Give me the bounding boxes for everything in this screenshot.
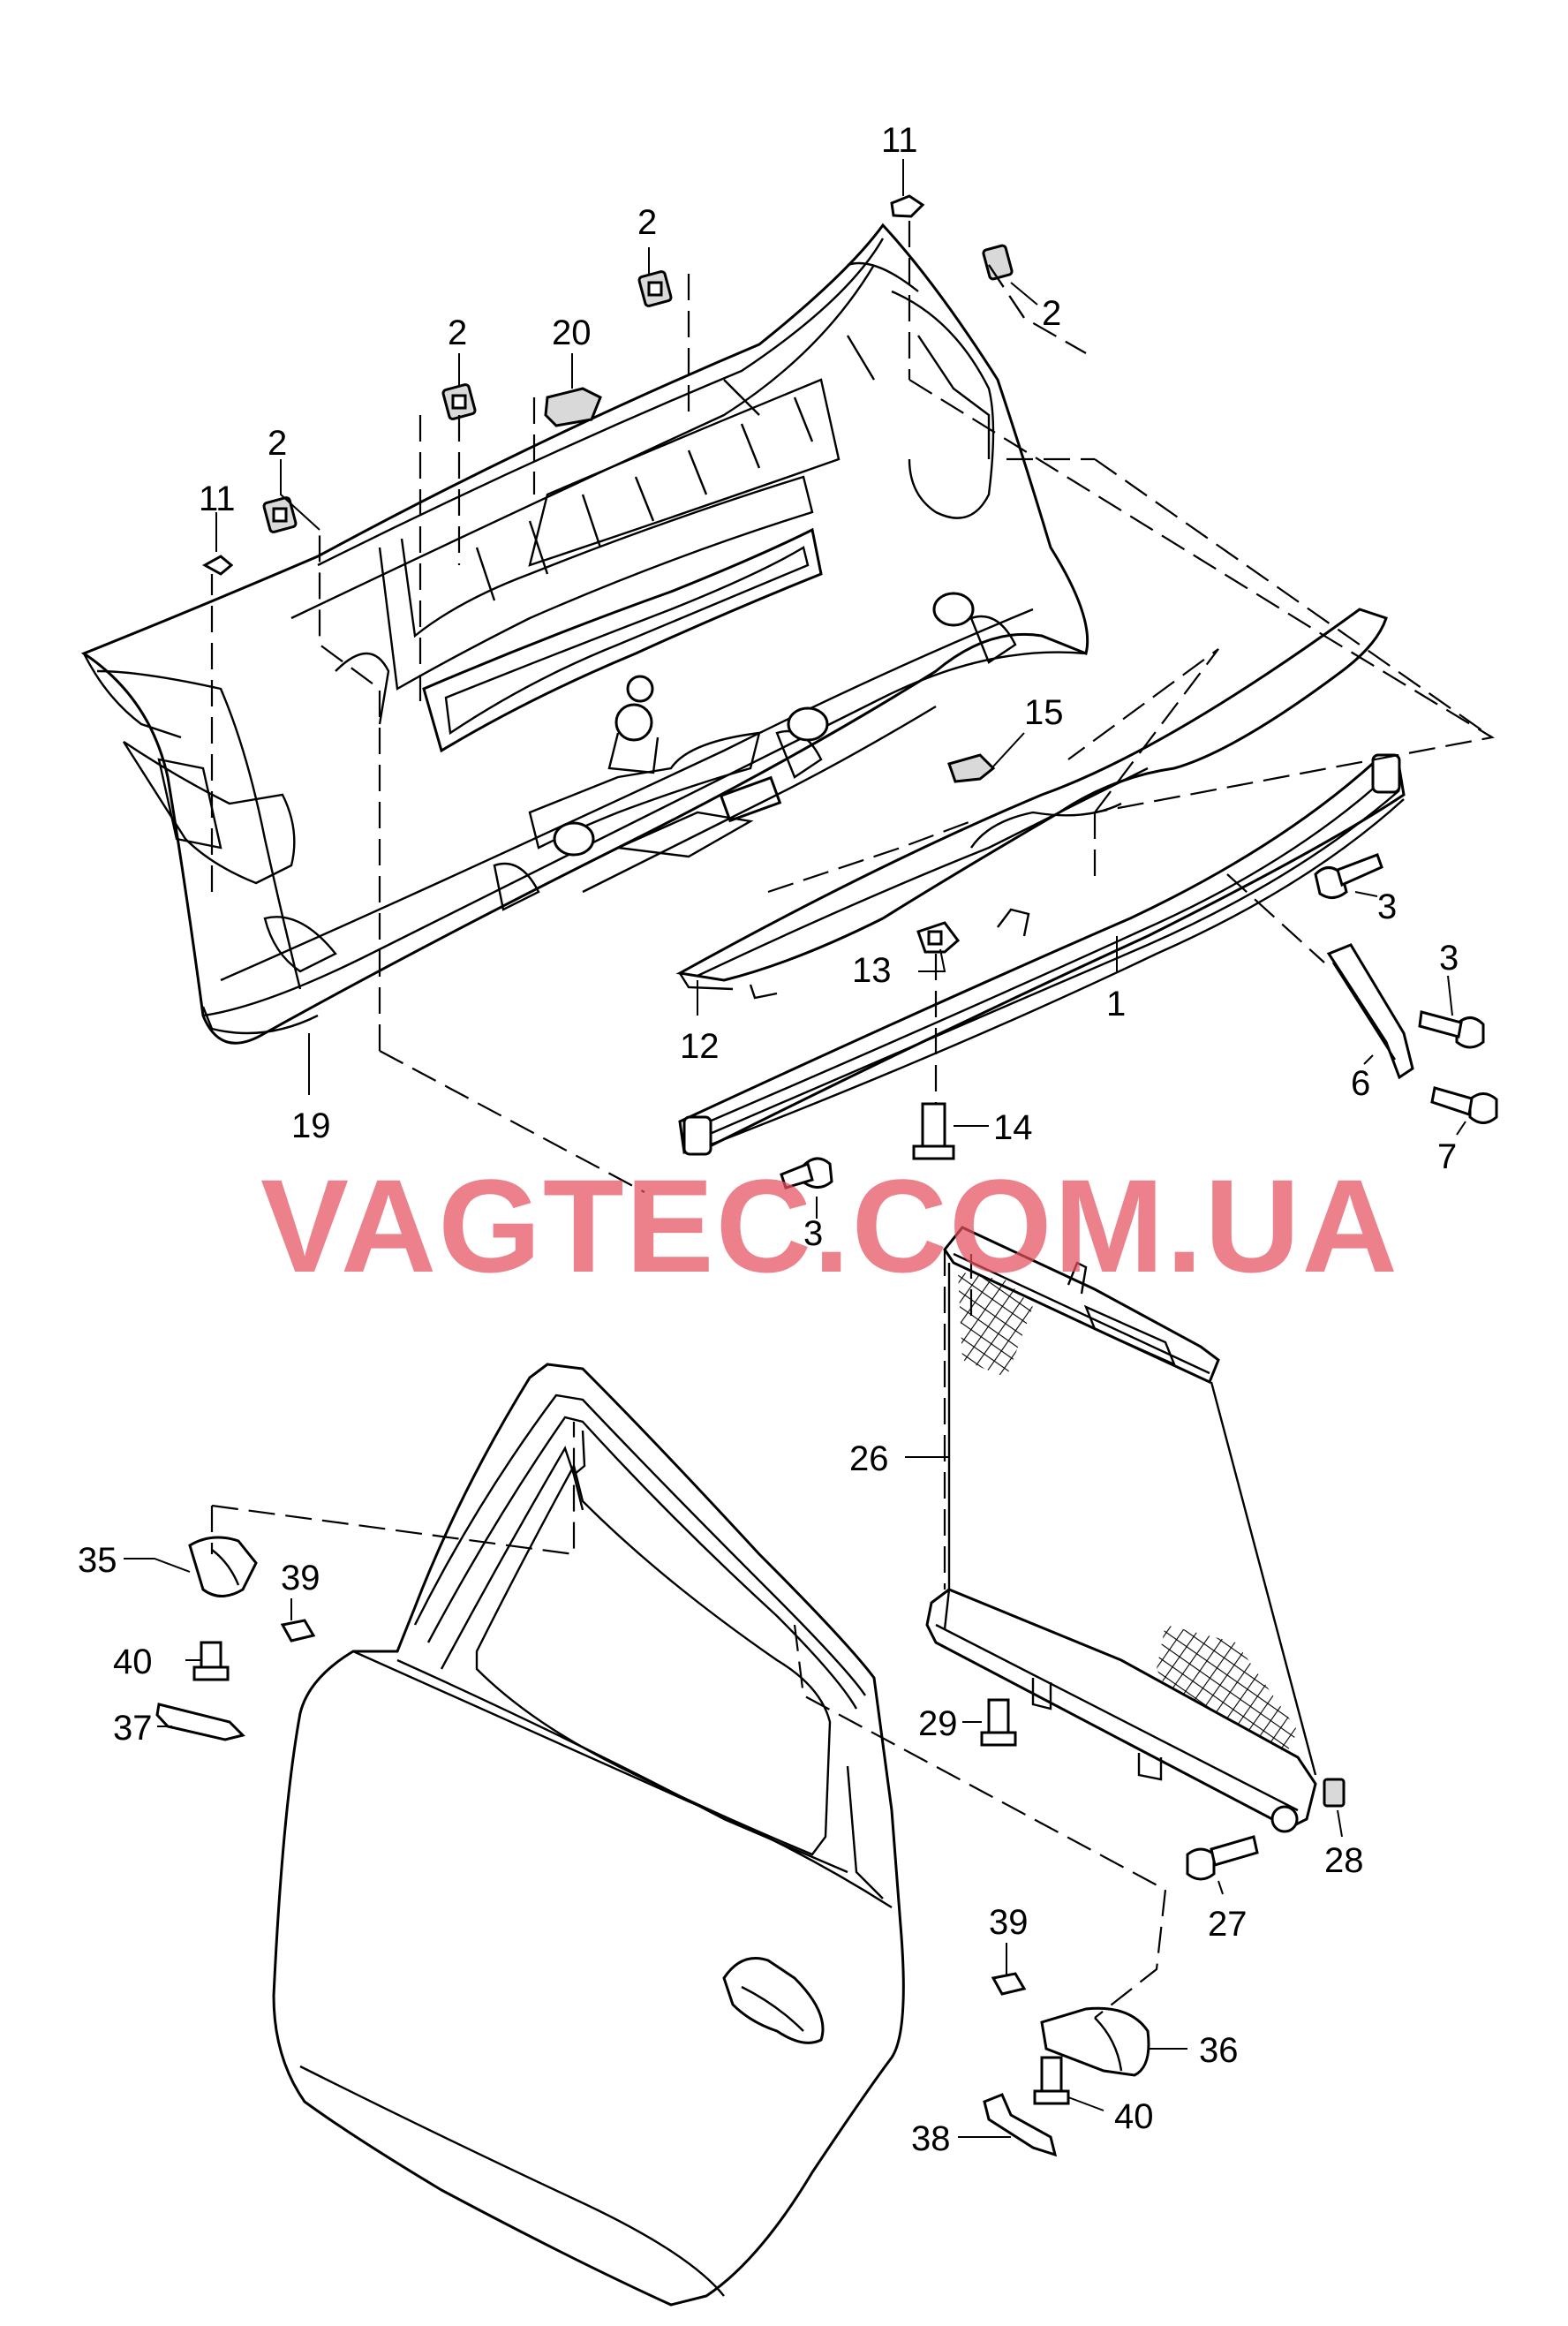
screw-part-40-b xyxy=(1033,2056,1070,2105)
callout-11-top: 11 xyxy=(881,121,918,160)
watermark-text: VAGTEC.COM.UA xyxy=(260,1152,1399,1300)
net-partition-part-26 xyxy=(925,1226,1317,1833)
leader-lines xyxy=(124,159,1466,2138)
callout-40-b: 40 xyxy=(1114,2097,1154,2136)
cover-part-36 xyxy=(1040,2006,1150,2077)
clip-part-11-top xyxy=(890,194,925,218)
callout-2-c: 2 xyxy=(637,203,657,242)
callout-1: 1 xyxy=(1106,985,1126,1023)
screw-part-7 xyxy=(1430,1086,1498,1124)
screw-part-27 xyxy=(1186,1835,1259,1881)
callout-3-a: 3 xyxy=(1377,887,1397,926)
callout-15: 15 xyxy=(1024,693,1064,732)
screw-part-29 xyxy=(980,1698,1017,1747)
clip-part-2-d xyxy=(982,244,1014,281)
callout-28: 28 xyxy=(1324,1841,1364,1880)
clip-part-39-a xyxy=(280,1619,316,1643)
callout-19: 19 xyxy=(291,1106,331,1145)
callout-37: 37 xyxy=(113,1709,153,1748)
bracket-part-38 xyxy=(983,2093,1058,2157)
callout-29: 29 xyxy=(918,1704,958,1743)
clip-part-15 xyxy=(947,753,996,783)
screw-part-14 xyxy=(912,1102,955,1160)
callout-11-left: 11 xyxy=(199,480,236,518)
callout-2-d: 2 xyxy=(1042,294,1061,333)
callout-40-a: 40 xyxy=(113,1643,153,1681)
callout-14: 14 xyxy=(993,1108,1033,1147)
clip-part-13 xyxy=(916,921,961,954)
screw-part-40-a xyxy=(192,1641,230,1681)
callout-3-b: 3 xyxy=(1439,939,1459,978)
callout-3-c: 3 xyxy=(803,1214,823,1253)
bracket-part-20 xyxy=(544,387,602,427)
callout-39-a: 39 xyxy=(281,1559,320,1597)
clip-part-11-left xyxy=(201,555,234,576)
clip-part-28 xyxy=(1323,1778,1346,1808)
clip-part-2-a xyxy=(262,496,298,533)
clip-part-2-c xyxy=(637,270,673,307)
callout-26: 26 xyxy=(849,1439,889,1478)
rear-door xyxy=(272,1363,905,2307)
callout-20: 20 xyxy=(552,313,592,352)
callout-7: 7 xyxy=(1437,1137,1457,1176)
screw-part-3-c xyxy=(780,1157,833,1189)
callout-13: 13 xyxy=(852,951,892,990)
bracket-part-6 xyxy=(1326,943,1414,1080)
callout-38: 38 xyxy=(911,2119,951,2158)
cover-strip-part-12 xyxy=(675,608,1388,1000)
callout-36: 36 xyxy=(1199,2031,1239,2070)
callout-39-b: 39 xyxy=(989,1903,1029,1942)
callout-labels: 11 2 2 20 2 11 2 15 3 3 1 13 12 6 7 14 1… xyxy=(78,121,1459,2158)
callout-27: 27 xyxy=(1208,1905,1248,1944)
screw-part-3-a xyxy=(1314,853,1383,899)
callout-12: 12 xyxy=(680,1027,720,1066)
callout-35: 35 xyxy=(78,1541,117,1580)
callout-2-b: 2 xyxy=(448,313,467,352)
clip-part-2-b xyxy=(441,383,477,420)
assembly-lines xyxy=(210,221,1496,2019)
rail-part-1 xyxy=(678,753,1406,1156)
callout-6: 6 xyxy=(1351,1064,1370,1103)
screw-part-3-b xyxy=(1418,1010,1485,1049)
callout-2-a: 2 xyxy=(268,424,287,463)
rear-panel-part-19 xyxy=(80,223,1089,1045)
bracket-part-37 xyxy=(155,1703,245,1741)
clip-part-39-b xyxy=(991,1972,1027,1996)
cover-part-35 xyxy=(188,1536,258,1597)
